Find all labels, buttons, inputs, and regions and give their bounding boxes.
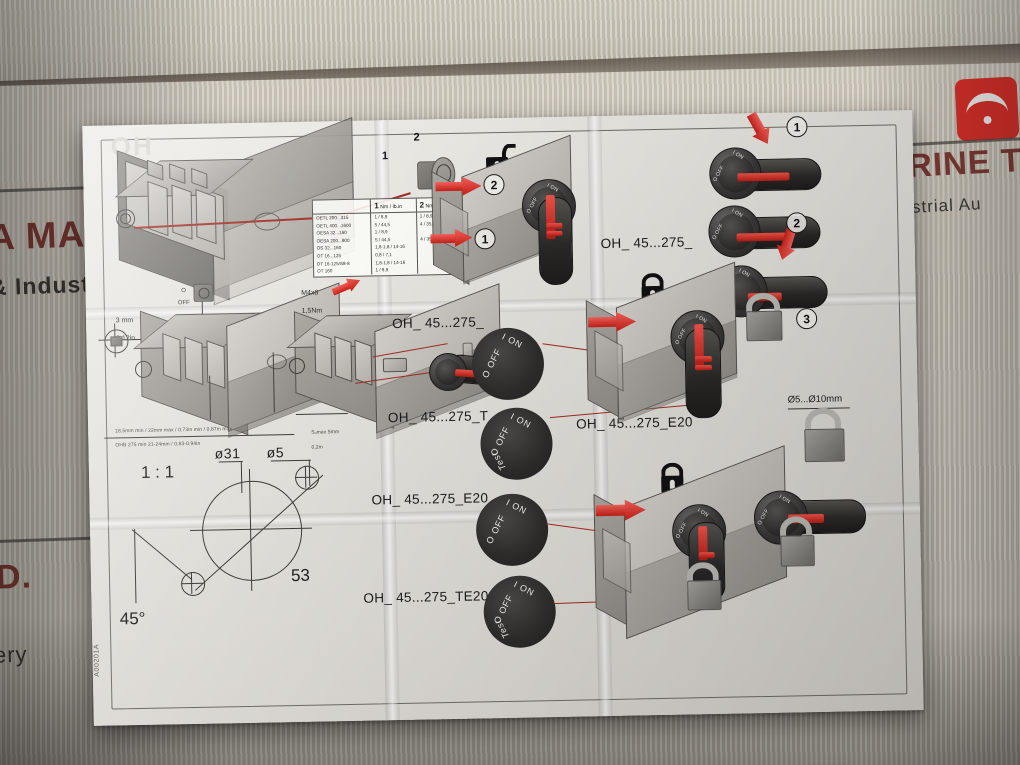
dial-4-on: I ON bbox=[512, 579, 537, 598]
dia-main-label: ø31 bbox=[214, 445, 241, 462]
model-label-base: OH_ 45...275_ bbox=[392, 314, 485, 332]
drilling-scale-label: 1 : 1 bbox=[140, 462, 175, 482]
model-label-te20: OH_ 45...275_TE20 bbox=[363, 588, 489, 606]
torque-cell: OT 160 bbox=[317, 268, 333, 274]
padlock-spec-label: Ø5...Ø10mm bbox=[787, 393, 843, 406]
dial-1-off: O OFF bbox=[480, 346, 504, 380]
dial-4-test: Test bbox=[492, 617, 512, 641]
instruction-sheet: OH A00201A bbox=[82, 110, 924, 726]
shaft-icon-square bbox=[110, 336, 123, 347]
su-max-callout: Sᵤmax 5mm 0,2in bbox=[311, 428, 340, 451]
handle-step-1: I ON O OFF bbox=[708, 146, 822, 200]
dia-small-label: ø5 bbox=[266, 444, 285, 461]
model-label-t: OH_ 45...275_T bbox=[387, 408, 489, 426]
arrow-step-1-top bbox=[430, 229, 472, 248]
document-code: A00201A bbox=[93, 643, 101, 677]
arrow-step-2-top bbox=[435, 176, 481, 196]
padlock-hasp-te20-left bbox=[686, 561, 722, 611]
handle-right-top: I ON O OFF bbox=[507, 178, 587, 289]
arrow-e20-insert bbox=[588, 311, 636, 332]
torque-cell: 1 / 8,9 bbox=[371, 265, 417, 275]
padlock-hasp-step-3 bbox=[745, 292, 783, 342]
model-label-e20: OH_ 45...275_E20 bbox=[371, 490, 489, 508]
arrow-te20-insert bbox=[595, 499, 646, 521]
dial-3-on: I ON bbox=[504, 497, 529, 517]
dial-1-on: I ON bbox=[500, 331, 525, 351]
dimension-53-label: 53 bbox=[290, 565, 311, 586]
dial-2-on: I ON bbox=[508, 411, 533, 431]
dial-2-test: Test bbox=[489, 449, 508, 473]
handle-e20: I ON O OFF bbox=[656, 309, 736, 421]
dial-3-off: O OFF bbox=[484, 512, 508, 546]
torque-col1-header: 1 Nm / lb.in bbox=[370, 198, 416, 213]
angle-45-label: 45° bbox=[119, 608, 146, 629]
model-label-right-base: OH_ 45...275_ bbox=[600, 234, 693, 252]
padlock-hasp-te20-right bbox=[779, 516, 815, 567]
padlock-spec-icon bbox=[804, 407, 845, 463]
